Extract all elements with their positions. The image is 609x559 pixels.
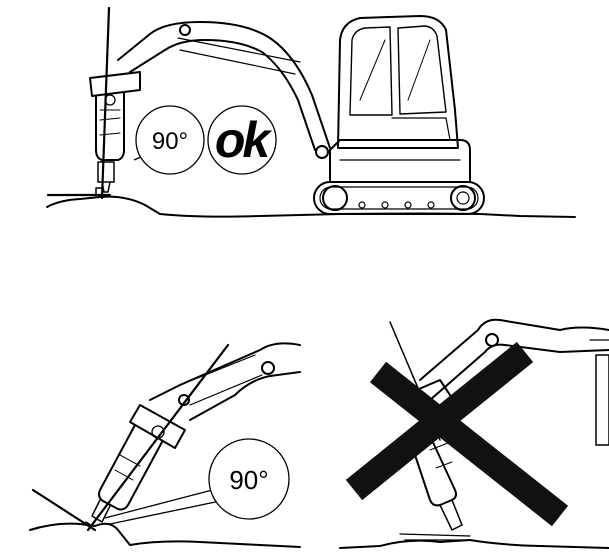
ground-line (47, 197, 575, 217)
ok-callout: ok (208, 106, 276, 174)
angle-label-top: 90° (152, 128, 188, 155)
angle-callout-top: 90° (134, 106, 204, 174)
ground-line-right (340, 540, 609, 548)
cab-window-side (398, 26, 446, 114)
cab-window-front (350, 27, 392, 115)
ok-label: ok (215, 112, 273, 168)
hydraulic-breaker (90, 72, 140, 96)
ground-line-left (30, 524, 300, 547)
boom-left (150, 343, 300, 400)
angle-label-bottom: 90° (229, 465, 268, 495)
angle-callout-bottom: 90° (105, 439, 289, 524)
top-panel-excavator (47, 8, 575, 217)
excavator-body (330, 140, 470, 182)
